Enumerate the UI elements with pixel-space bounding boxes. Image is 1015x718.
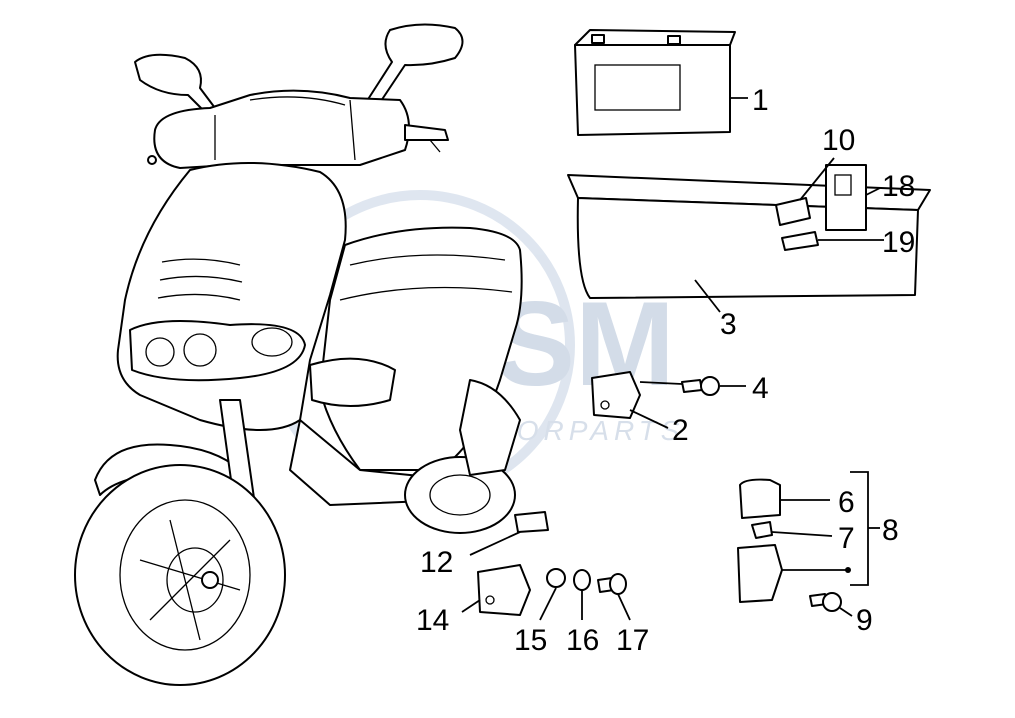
callout-12: 12 [420, 546, 453, 579]
callout-15: 15 [514, 624, 547, 657]
switch-parts-6-7-8-9 [737, 471, 880, 617]
callout-2: 2 [672, 414, 689, 447]
callout-17: 17 [616, 624, 649, 657]
callout-18: 18 [882, 170, 915, 203]
relay-part-2 [591, 371, 746, 429]
scooter-drawing [74, 23, 523, 686]
callout-7: 7 [838, 522, 855, 555]
callout-4: 4 [752, 372, 769, 405]
battery-box-part-3 [567, 174, 931, 313]
callout-1: 1 [752, 84, 769, 117]
callout-19: 19 [882, 226, 915, 259]
callout-6: 6 [838, 486, 855, 519]
battery-part-1 [574, 29, 748, 136]
callout-3: 3 [720, 308, 737, 341]
callout-8: 8 [882, 514, 899, 547]
callout-10: 10 [822, 124, 855, 157]
callout-16: 16 [566, 624, 599, 657]
callout-14: 14 [416, 604, 449, 637]
clip-part-12 [469, 511, 549, 556]
relay-part-14 [461, 564, 631, 621]
callout-9: 9 [856, 604, 873, 637]
fuse-parts-10-18-19 [775, 157, 884, 251]
